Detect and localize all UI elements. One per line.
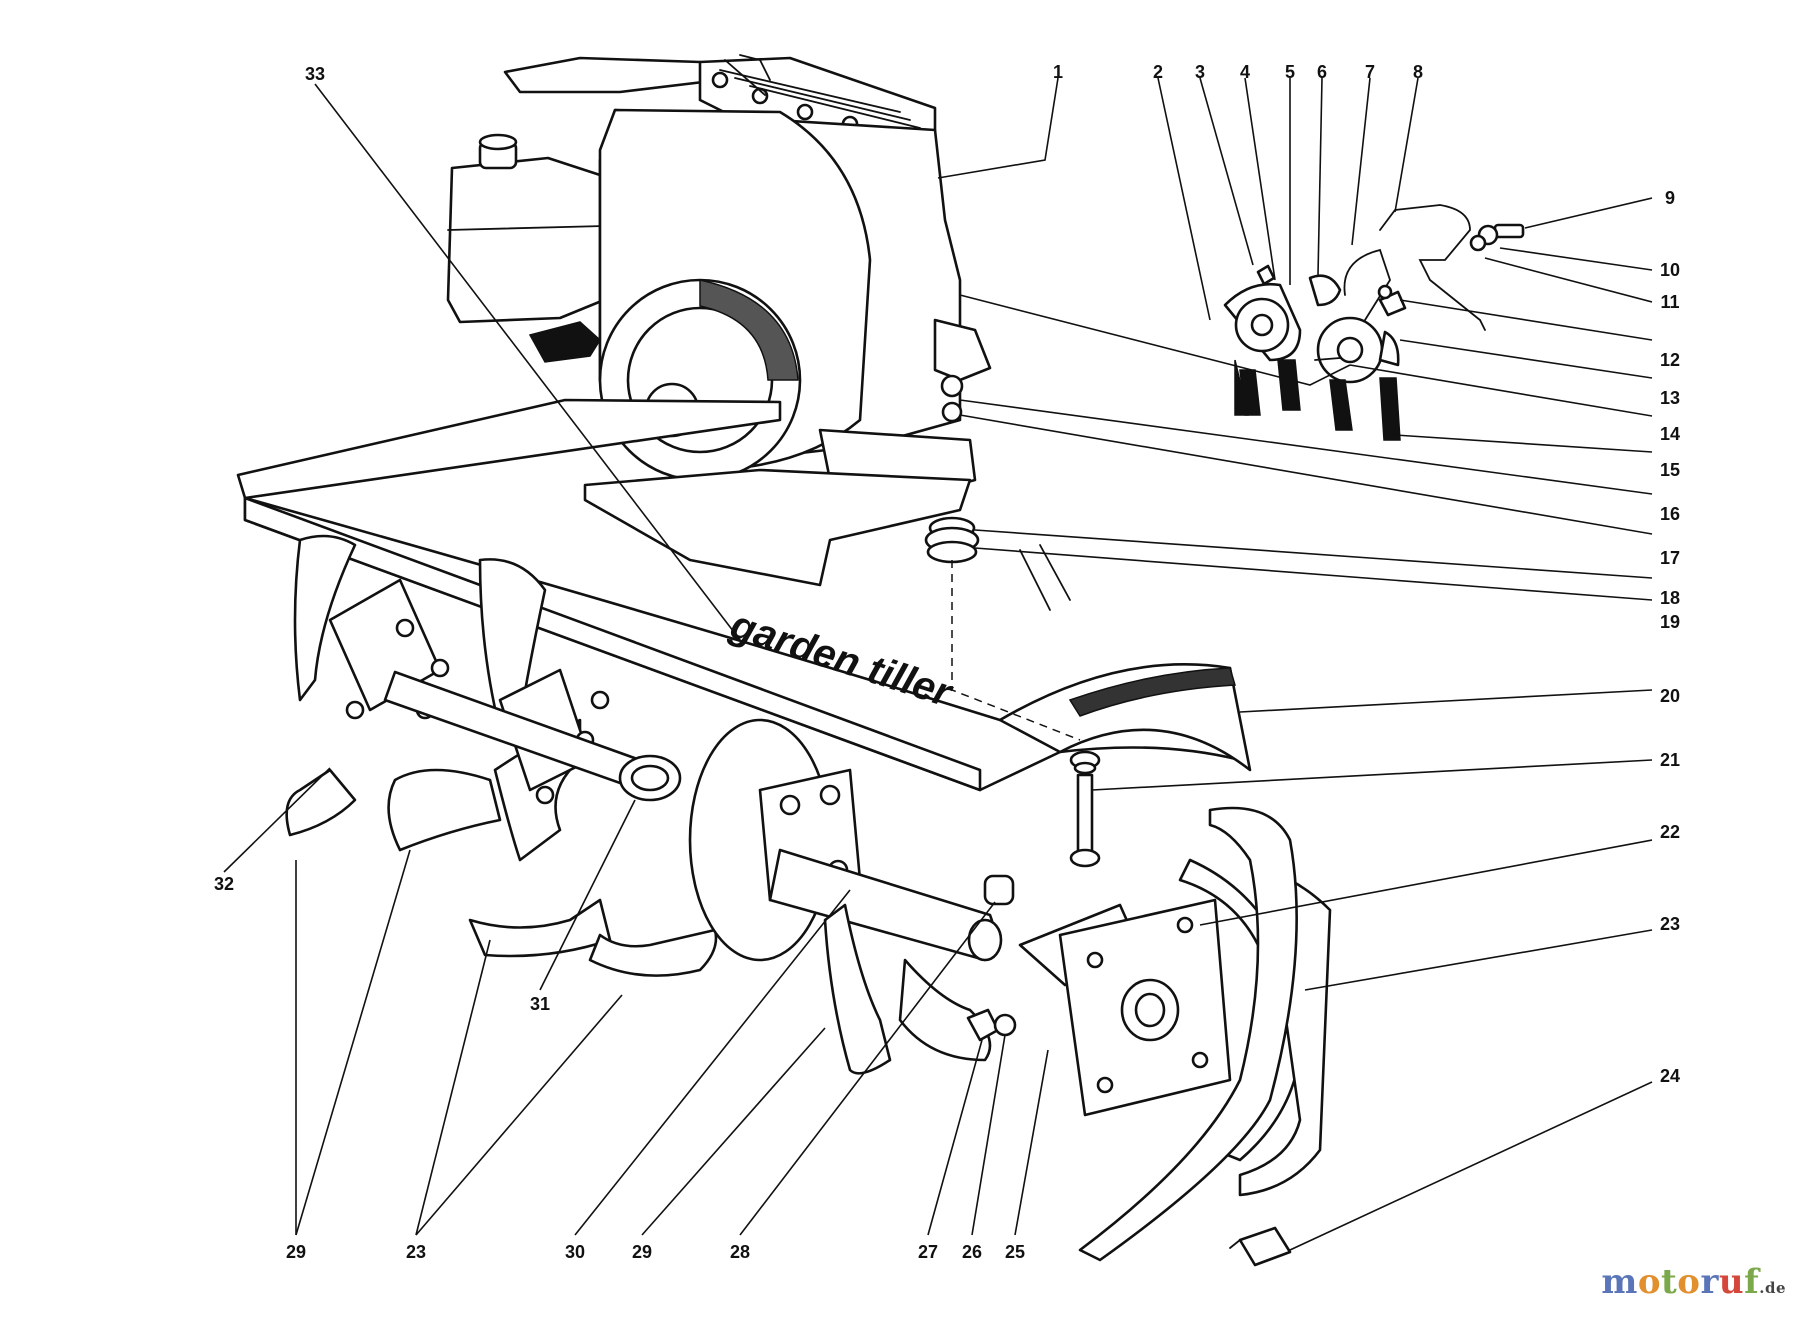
callout-9: 9: [1665, 188, 1675, 208]
left-tines: [285, 534, 832, 977]
callout-labels: 1 2 3 4 5 6 7 8 9 10 11 12 13 14 15 16 1…: [214, 62, 1680, 1262]
callout-23-left: 23: [406, 1242, 426, 1262]
callout-31: 31: [530, 994, 550, 1014]
callout-12: 12: [1660, 350, 1680, 370]
watermark-letter: u: [1718, 1262, 1745, 1302]
callout-20: 20: [1660, 686, 1680, 706]
callout-18: 18: [1660, 588, 1680, 608]
callout-10: 10: [1660, 260, 1680, 280]
callout-28: 28: [730, 1242, 750, 1262]
callout-14: 14: [1660, 424, 1680, 444]
callout-5: 5: [1285, 62, 1295, 82]
watermark-logo: motoruf.de: [1601, 1262, 1786, 1302]
callout-15: 15: [1660, 460, 1680, 480]
callout-32: 32: [214, 874, 234, 894]
callout-33: 33: [305, 64, 325, 84]
callout-7: 7: [1365, 62, 1375, 82]
callout-6: 6: [1317, 62, 1327, 82]
watermark-letter: o: [1677, 1262, 1701, 1302]
callout-3: 3: [1195, 62, 1205, 82]
callout-23-right: 23: [1660, 914, 1680, 934]
callout-29-center: 29: [632, 1242, 652, 1262]
callout-8: 8: [1413, 62, 1423, 82]
callout-25: 25: [1005, 1242, 1025, 1262]
callout-29-left: 29: [286, 1242, 306, 1262]
watermark-letters: motoruf: [1601, 1262, 1759, 1302]
callout-11: 11: [1660, 292, 1679, 312]
callout-22: 22: [1660, 822, 1680, 842]
end-assembly: [1018, 750, 1332, 1267]
callout-19: 19: [1660, 612, 1680, 632]
right-tines: [758, 768, 1017, 1075]
callout-26: 26: [962, 1242, 982, 1262]
callout-30: 30: [565, 1242, 585, 1262]
mount-hardware: [924, 516, 980, 564]
callout-24: 24: [1660, 1066, 1680, 1086]
watermark-letter: f: [1744, 1262, 1760, 1302]
callout-13: 13: [1660, 388, 1680, 408]
watermark-letter: r: [1700, 1262, 1719, 1302]
engine: [446, 54, 992, 502]
watermark-letter: m: [1601, 1262, 1638, 1302]
callout-2: 2: [1153, 62, 1163, 82]
callout-27: 27: [918, 1242, 938, 1262]
alignment-line: [951, 560, 1081, 741]
leader-lines: [223, 77, 1653, 1251]
mount-plate: [236, 398, 972, 587]
watermark-letter: t: [1661, 1262, 1678, 1302]
callout-1: 1: [1053, 62, 1063, 82]
pulley-detail: [1223, 204, 1525, 441]
callout-16: 16: [1660, 504, 1680, 524]
watermark-letter: o: [1637, 1262, 1662, 1302]
callout-21: 21: [1660, 750, 1680, 770]
callout-4: 4: [1240, 62, 1250, 82]
watermark-tld: .de: [1759, 1279, 1786, 1297]
callout-17: 17: [1660, 548, 1680, 568]
